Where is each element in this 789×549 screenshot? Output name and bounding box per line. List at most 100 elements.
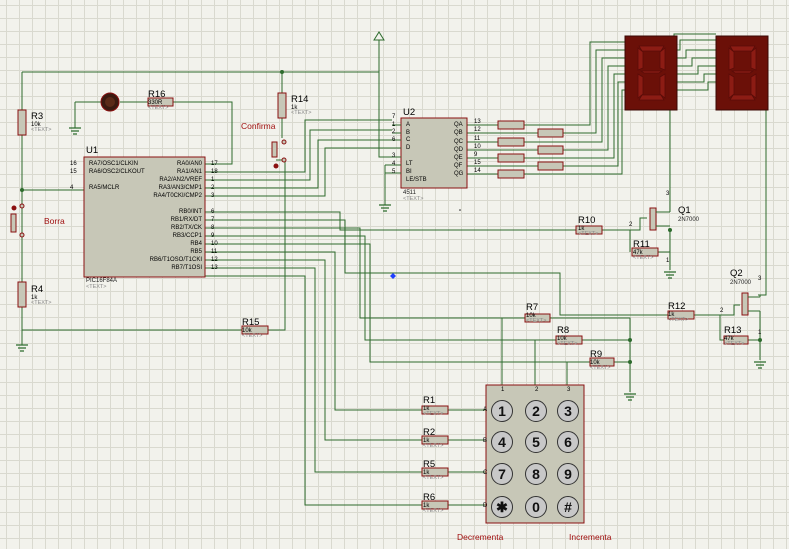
keypad-key-1[interactable]: 1	[491, 400, 513, 422]
u1-pin-num: 2	[211, 185, 215, 191]
resistor-text: <TEXT>	[423, 508, 444, 514]
resistor-value: 1k	[423, 406, 430, 412]
resistor-r5	[421, 467, 449, 477]
resistor-seg-c	[497, 137, 525, 147]
u1-pin-label: RA7/OSC1/CLKIN	[89, 161, 139, 167]
keypad-col-label: 1	[501, 387, 505, 393]
resistor-seg-b	[537, 128, 564, 138]
confirma-label[interactable]: Confirma	[241, 121, 276, 131]
resistor-seg-g	[497, 169, 525, 179]
resistor-r13	[723, 335, 749, 345]
resistor-text: <TEXT>	[31, 300, 52, 306]
u2-pin-label: B	[406, 130, 411, 136]
ground-symbol	[754, 361, 766, 369]
resistor-r4	[17, 281, 27, 308]
u1-pin-num: 10	[211, 241, 218, 247]
u1-pin-label: RB4	[190, 241, 202, 247]
u2-pin-label: LE/STB	[406, 177, 427, 183]
u1-ref: U1	[86, 145, 99, 156]
u1-pin-label: RB0/INT	[178, 209, 202, 215]
resistor-text: <TEXT>	[557, 341, 578, 347]
keypad-key-2[interactable]: 2	[525, 400, 547, 422]
u2-pin-label: C	[406, 137, 411, 143]
resistor-value: 47k	[633, 250, 643, 256]
q2-body	[741, 292, 749, 316]
keypad-key-9[interactable]: 9	[557, 463, 579, 485]
keypad-key-8[interactable]: 8	[525, 463, 547, 485]
resistor-value: 1k	[423, 470, 430, 476]
u2-pin-num: 6	[392, 137, 396, 143]
resistor-ref: R9	[590, 349, 603, 360]
u1-pin-label: RA4/T0CKI/CMP2	[153, 193, 202, 199]
resistor-r9	[589, 357, 615, 367]
resistor-r10	[575, 225, 603, 235]
resistor-ref: R12	[668, 301, 686, 312]
u1-pin-num: 6	[211, 209, 215, 215]
keypad-key-4[interactable]: 4	[491, 431, 513, 453]
q1-pin-2: 2	[629, 222, 633, 228]
u2-pin-label: BI	[406, 169, 412, 175]
u2-pin-num: 3	[392, 153, 396, 159]
resistor-value: 10k	[242, 328, 252, 334]
resistor-r8	[555, 335, 583, 345]
ground-symbol	[379, 204, 391, 212]
u1-pin-num: 11	[211, 249, 218, 255]
u2-pin-num: 7	[392, 114, 396, 120]
resistor-text: <TEXT>	[423, 475, 444, 481]
keypad-key-star[interactable]: ✱	[491, 496, 513, 518]
u2-pin-label: QE	[454, 155, 463, 161]
keypad-key-7[interactable]: 7	[491, 463, 513, 485]
keypad-col-label: 3	[567, 387, 571, 393]
u1-part: PIC16F84A	[86, 278, 118, 284]
resistor-r3	[17, 109, 27, 136]
u1-pin-label: RA2/AN2/VREF	[159, 177, 202, 183]
keypad-key-hash[interactable]: #	[557, 496, 579, 518]
q1-body	[649, 207, 657, 231]
q1-ref: Q1	[678, 205, 691, 216]
q2-pin-1: 1	[758, 330, 762, 336]
resistor-value: 1k	[578, 226, 585, 232]
seven-seg-display-left	[624, 35, 678, 111]
u2-pin-num: 14	[474, 168, 481, 174]
u1-pin-label: RB2/TX/CK	[170, 225, 202, 231]
u1-pin-num: 1	[211, 177, 215, 183]
resistor-value: 1k	[668, 312, 675, 318]
decrementa-label[interactable]: Decrementa	[457, 532, 504, 542]
u2-pin-num: 2	[392, 129, 396, 135]
u2-part: 4511	[403, 190, 416, 196]
resistor-text: <TEXT>	[526, 318, 547, 324]
keypad-key-6[interactable]: 6	[557, 431, 579, 453]
u1-pin-num: 9	[211, 233, 215, 239]
resistor-value: 1k	[31, 295, 38, 301]
resistor-r11	[631, 247, 659, 257]
resistor-r7	[524, 313, 551, 323]
keypad-key-3[interactable]: 3	[557, 400, 579, 422]
incrementa-label[interactable]: Incrementa	[569, 532, 612, 542]
u2-pin-label: QA	[454, 122, 463, 128]
resistor-value: 10k	[557, 336, 567, 342]
u1-pin-label: RB6/T1OSO/T1CKI	[149, 257, 202, 263]
u1-pin-label: RA5/MCLR	[89, 185, 120, 191]
ground-symbol	[69, 127, 81, 135]
resistor-ref: R2	[423, 427, 436, 438]
resistor-text: <TEXT>	[633, 255, 654, 261]
keypad-key-0[interactable]: 0	[525, 496, 547, 518]
q2-part: 2N7000	[730, 280, 752, 286]
keypad-key-5[interactable]: 5	[525, 431, 547, 453]
u2-pin-num: 11	[474, 136, 481, 142]
u2-pin-label: A	[406, 122, 411, 128]
resistor-text: <TEXT>	[291, 110, 312, 116]
resistor-ref: R14	[291, 94, 309, 105]
u1-body	[83, 156, 206, 278]
resistor-value: 47k	[724, 336, 734, 342]
resistor-value: 1k	[291, 105, 298, 111]
resistor-ref: R10	[578, 215, 596, 226]
resistor-ref: R3	[31, 111, 44, 122]
u1-pin-num: 15	[70, 169, 77, 175]
u2-pin-num: 13	[474, 119, 481, 125]
u1-pin-num: 17	[211, 161, 218, 167]
u2-pin-label: QC	[454, 139, 463, 145]
borra-label[interactable]: Borra	[44, 216, 65, 226]
